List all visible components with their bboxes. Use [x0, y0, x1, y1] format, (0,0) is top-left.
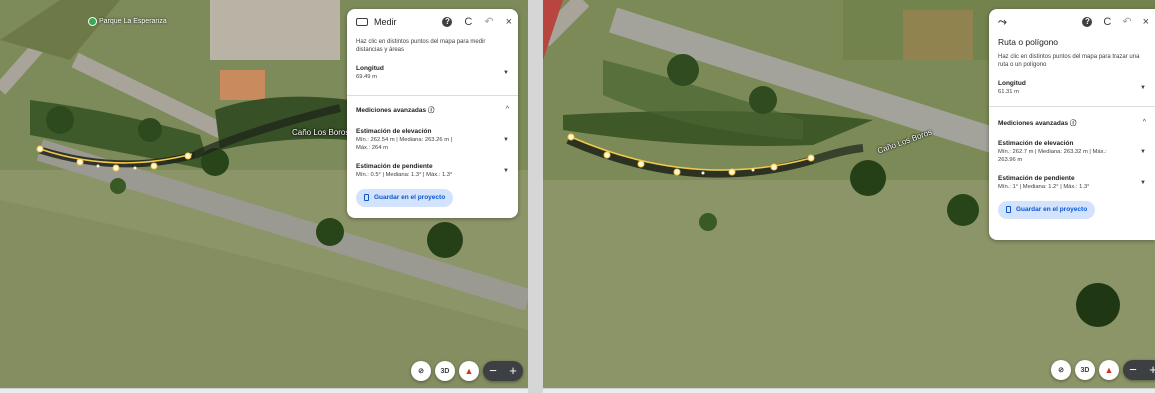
measure-path-left [36, 145, 193, 172]
elevation-label: Estimación de elevación [356, 128, 432, 135]
slope-label: Estimación de pendiente [356, 163, 433, 170]
length-label: Longitud [356, 65, 384, 72]
undo-icon[interactable]: ↶ [1122, 15, 1132, 28]
length-value: 69.49 m [356, 74, 377, 80]
panel-header: ⤳ ? C ↶ × [989, 9, 1155, 35]
status-strip [0, 388, 528, 393]
save-label: Guardar en el proyecto [1016, 206, 1088, 213]
save-label: Guardar en el proyecto [374, 194, 446, 201]
right-map-view: Caño Los Boros ⤳ ? C ↶ × Ruta o polígono… [543, 0, 1155, 393]
panel-header: Medir ? C ↶ × [347, 9, 518, 35]
advanced-measurements-header[interactable]: Mediciones avanzadas ⓘ ^ [989, 117, 1155, 128]
close-icon[interactable]: × [505, 15, 512, 28]
measure-path-right [567, 133, 815, 176]
river-label: Caño Los Boros [292, 128, 350, 137]
caret-down-icon[interactable]: ▼ [1140, 179, 1146, 186]
3d-button[interactable]: 3D [435, 361, 455, 381]
caret-down-icon[interactable]: ▼ [503, 136, 509, 143]
route-panel: ⤳ ? C ↶ × Ruta o polígono Haz clic en di… [989, 9, 1155, 240]
ruler-icon [356, 18, 368, 26]
elevation-value-line2: 263.96 m [998, 157, 1023, 163]
caret-down-icon[interactable]: ▼ [503, 167, 509, 174]
chevron-up-icon[interactable]: ^ [1142, 118, 1146, 126]
caret-down-icon[interactable]: ▼ [503, 69, 509, 76]
layers-off-icon[interactable]: ⊘ [1051, 360, 1071, 380]
caret-down-icon[interactable]: ▼ [1140, 84, 1146, 91]
caret-down-icon[interactable]: ▼ [1140, 148, 1146, 155]
elevation-row[interactable]: Estimación de elevación Mín.: 262.54 m |… [347, 127, 518, 152]
slope-label: Estimación de pendiente [998, 175, 1075, 182]
reset-icon[interactable]: C [1103, 15, 1112, 28]
elevation-value-line1: Mín.: 262.7 m | Mediana: 263.32 m | Máx.… [998, 149, 1107, 155]
length-label: Longitud [998, 80, 1026, 87]
slope-value: Mín.: 1° | Mediana: 1.2° | Máx.: 1.3° [998, 184, 1090, 190]
advanced-label: Mediciones avanzadas ⓘ [998, 120, 1077, 127]
help-icon[interactable]: ? [1082, 17, 1093, 27]
map-controls: ⊘ 3D ▲ − + [1051, 360, 1155, 380]
zoom-out-button[interactable]: − [1129, 362, 1137, 377]
length-value: 61.31 m [998, 89, 1019, 95]
length-row[interactable]: Longitud 61.31 m ▼ [989, 79, 1155, 96]
elevation-label: Estimación de elevación [998, 140, 1074, 147]
panel-description: Haz clic en distintos puntos del mapa pa… [998, 54, 1140, 68]
slope-row[interactable]: Estimación de pendiente Mín.: 1° | Media… [989, 174, 1155, 191]
park-pin-icon [88, 17, 97, 26]
reset-icon[interactable]: C [464, 15, 473, 28]
slope-row[interactable]: Estimación de pendiente Mín.: 0.5° | Med… [347, 162, 518, 179]
measure-panel: Medir ? C ↶ × Haz clic en distintos punt… [347, 9, 518, 218]
elevation-value-line2: Máx.: 264 m [356, 145, 388, 151]
pane-divider [528, 0, 543, 393]
compass-icon[interactable]: ▲ [1099, 360, 1119, 380]
zoom-in-button[interactable]: + [1149, 362, 1155, 377]
poi-label: Parque La Esperanza [99, 18, 167, 25]
left-map-view: Parque La Esperanza Caño Los Boros Medir… [0, 0, 528, 393]
zoom-out-button[interactable]: − [489, 363, 497, 378]
zoom-in-button[interactable]: + [509, 363, 517, 378]
chevron-up-icon[interactable]: ^ [505, 105, 509, 113]
layers-off-icon[interactable]: ⊘ [411, 361, 431, 381]
3d-button[interactable]: 3D [1075, 360, 1095, 380]
elevation-value-line1: Mín.: 262.54 m | Mediana: 263.26 m | [356, 137, 453, 143]
slope-value: Mín.: 0.5° | Mediana: 1.3° | Máx.: 1.3° [356, 172, 453, 178]
save-to-project-button[interactable]: Guardar en el proyecto [356, 188, 454, 207]
divider [347, 95, 518, 96]
bookmark-icon [364, 194, 369, 201]
elevation-row[interactable]: Estimación de elevación Mín.: 262.7 m | … [989, 139, 1155, 164]
advanced-label: Mediciones avanzadas ⓘ [356, 107, 435, 114]
route-icon: ⤳ [998, 15, 1007, 28]
panel-title: Medir [374, 17, 397, 27]
save-to-project-button[interactable]: Guardar en el proyecto [998, 200, 1096, 219]
length-row[interactable]: Longitud 69.49 m ▼ [347, 64, 518, 81]
compass-icon[interactable]: ▲ [459, 361, 479, 381]
help-icon[interactable]: ? [442, 17, 453, 27]
panel-description: Haz clic en distintos puntos del mapa pa… [356, 39, 486, 53]
panel-subtitle: Ruta o polígono [998, 37, 1059, 47]
zoom-control: − + [483, 361, 523, 381]
status-strip [543, 388, 1155, 393]
undo-icon[interactable]: ↶ [484, 15, 494, 28]
advanced-measurements-header[interactable]: Mediciones avanzadas ⓘ ^ [347, 104, 518, 115]
bookmark-icon [1006, 206, 1011, 213]
zoom-control: − + [1123, 360, 1155, 380]
poi-marker[interactable]: Parque La Esperanza [88, 17, 167, 26]
map-controls: ⊘ 3D ▲ − + [411, 361, 523, 381]
close-icon[interactable]: × [1142, 15, 1149, 28]
divider [989, 106, 1155, 107]
